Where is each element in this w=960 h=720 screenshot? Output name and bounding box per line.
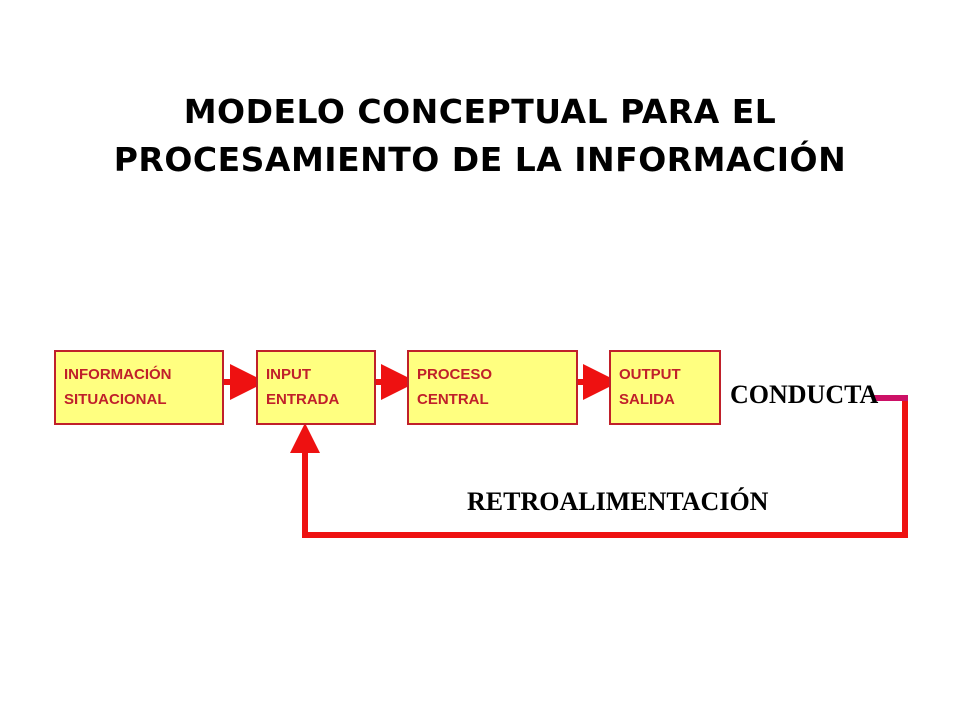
box-line-2: CENTRAL — [417, 391, 489, 408]
box-line-2: SALIDA — [619, 391, 675, 408]
box-input-entrada: INPUT ENTRADA — [256, 350, 376, 425]
box-output-salida: OUTPUT SALIDA — [609, 350, 721, 425]
slide-title: MODELO CONCEPTUAL PARA EL PROCESAMIENTO … — [0, 88, 960, 184]
box-line-1: PROCESO — [417, 366, 493, 383]
title-line-2: PROCESAMIENTO DE LA INFORMACIÓN — [113, 140, 847, 179]
box-informacion-situacional: INFORMACIÓN SITUACIONAL — [54, 350, 224, 425]
feedback-label-retroalimentacion: RETROALIMENTACIÓN — [467, 487, 769, 516]
box-line-2: ENTRADA — [266, 391, 340, 408]
box-line-2: SITUACIONAL — [64, 391, 167, 408]
title-line-1: MODELO CONCEPTUAL PARA EL — [183, 92, 777, 131]
box-line-1: INPUT — [266, 366, 311, 383]
feedback-loop-line — [290, 400, 908, 538]
box-line-1: INFORMACIÓN — [64, 366, 172, 383]
box-line-1: OUTPUT — [619, 366, 681, 383]
box-proceso-central: PROCESO CENTRAL — [407, 350, 578, 425]
output-label-conducta: CONDUCTA — [730, 380, 879, 409]
